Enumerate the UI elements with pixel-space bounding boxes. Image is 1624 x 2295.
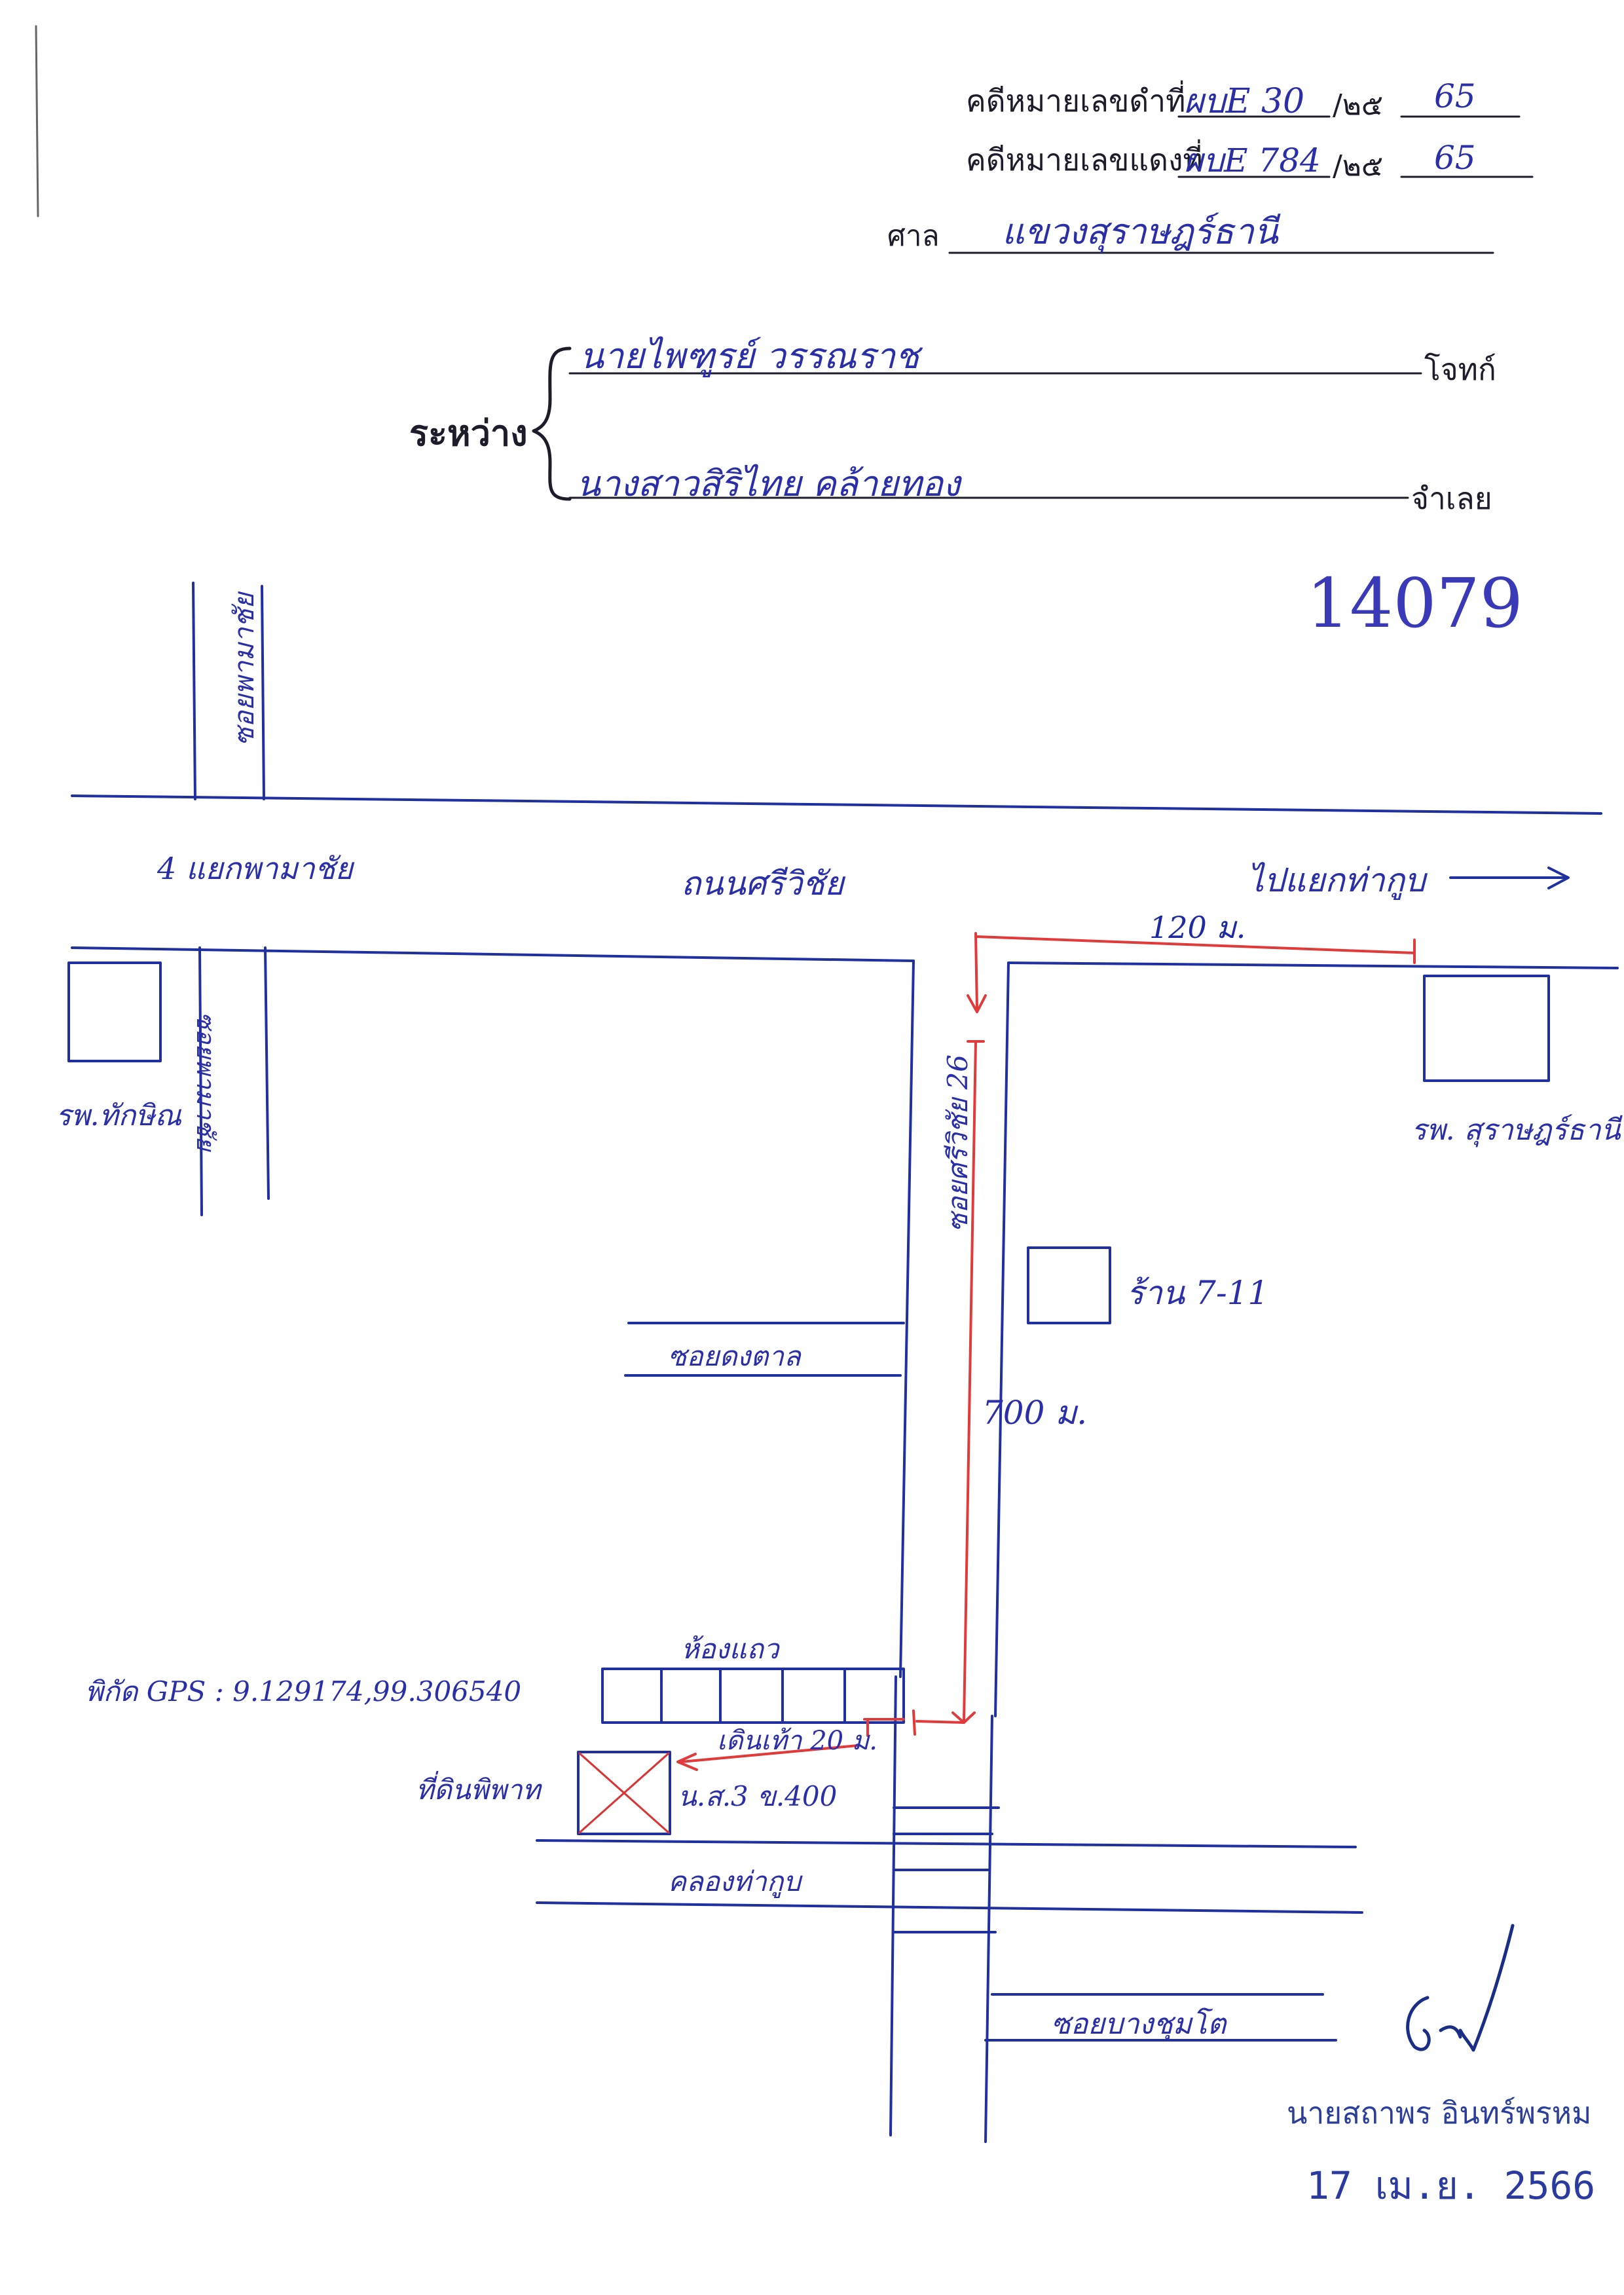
defendant-name: นางสาวสิริไทย คล้ายทอง bbox=[576, 463, 961, 504]
gps-coordinates: พิกัด GPS : 9.129174,99.306540 bbox=[85, 1675, 522, 1707]
buildings bbox=[67, 961, 1550, 1835]
distance-120-label: 120 ม. bbox=[1149, 910, 1246, 945]
hospital-right-box bbox=[1423, 975, 1550, 1082]
hospital-left-box bbox=[67, 961, 162, 1062]
red-case-number: ผบE 784 bbox=[1184, 141, 1321, 179]
red-case-label: คดีหมายเลขแดงที่ bbox=[966, 142, 1203, 177]
red-route bbox=[676, 932, 1416, 1771]
intersection-label: 4 แยกพามาชัย bbox=[157, 851, 353, 886]
signer-name: นายสถาพร อินทร์พรหม bbox=[1287, 2095, 1592, 2131]
shophouse-row bbox=[601, 1668, 905, 1724]
defendant-role: จำเลย bbox=[1411, 481, 1492, 516]
red-case-year-prefix: /๒๕ bbox=[1333, 149, 1384, 183]
direction-arrow bbox=[1449, 867, 1570, 889]
reference-number: 14079 bbox=[1306, 563, 1523, 643]
soi-sriwichai-label: ซอยศรีวิชัย 26 bbox=[942, 1054, 974, 1233]
shop-711-label: ร้าน 7-11 bbox=[1126, 1274, 1269, 1312]
distance-700-label: 700 ม. bbox=[982, 1394, 1088, 1432]
canal-label: คลองท่ากูบ bbox=[668, 1865, 801, 1897]
shophouse-label: ห้องแถว bbox=[681, 1633, 779, 1665]
soi-dongtarn-label: ซอยดงตาล bbox=[668, 1340, 801, 1372]
black-case-number: ผบE 30 bbox=[1184, 82, 1305, 121]
black-case-label: คดีหมายเลขดำที่ bbox=[966, 83, 1186, 119]
black-case-year: 65 bbox=[1434, 77, 1476, 115]
between-label: ระหว่าง bbox=[409, 413, 528, 454]
soi-phama-bottom-label: ซอยพามาชัย bbox=[191, 1012, 220, 1151]
black-case-year-prefix: /๒๕ bbox=[1333, 88, 1384, 122]
disputed-land-label: ที่ดินพิพาท bbox=[416, 1774, 541, 1806]
signature-scribble bbox=[1406, 1924, 1515, 2052]
plaintiff-name: นายไพฑูรย์ วรรณราช bbox=[580, 335, 919, 377]
red-case-year: 65 bbox=[1434, 139, 1476, 177]
walk-distance-label: เดินเท้า 20 ม. bbox=[717, 1726, 877, 1756]
land-deed-label: น.ส.3 ข.400 bbox=[678, 1780, 838, 1812]
header-underlines bbox=[568, 115, 1534, 499]
plaintiff-role: โจทก์ bbox=[1424, 352, 1496, 387]
stamp-date: 17 เม.ย. 2566 bbox=[1306, 2163, 1596, 2208]
court-label: ศาล bbox=[887, 219, 940, 253]
direction-label: ไปแยกท่ากูบ bbox=[1247, 861, 1426, 899]
hospital-right-label: รพ. สุราษฎร์ธานี bbox=[1411, 1113, 1621, 1147]
disputed-land-cross bbox=[578, 1752, 670, 1834]
hospital-left-label: รพ.ทักษิณ bbox=[56, 1099, 182, 1132]
soi-bottom-label: ซอยบางชุมโต bbox=[1051, 2007, 1227, 2041]
court-name: แขวงสุราษฎร์ธานี bbox=[1002, 211, 1278, 252]
disputed-land-box bbox=[577, 1751, 671, 1835]
shop-711-box bbox=[1027, 1246, 1111, 1324]
brace bbox=[532, 346, 572, 501]
soi-phama-top-label: ซอยพามาชัย bbox=[228, 593, 260, 746]
main-road-label: ถนนศรีวิชัย bbox=[681, 865, 844, 903]
